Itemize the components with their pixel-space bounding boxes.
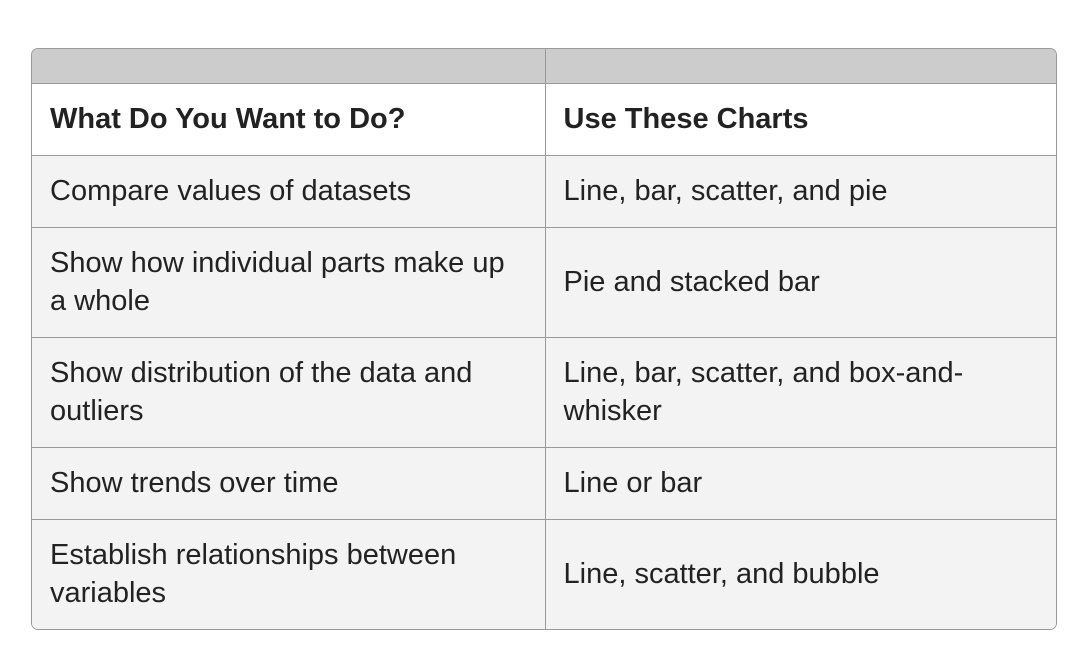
goal-cell: Show how individual parts make up a whol… (32, 227, 546, 338)
chart-selection-table: What Do You Want to Do? Use These Charts… (31, 48, 1057, 630)
table-row: Compare values of datasets Line, bar, sc… (32, 155, 1056, 228)
goal-cell: Show trends over time (32, 447, 546, 520)
top-band-cell (32, 49, 546, 84)
goal-cell: Compare values of datasets (32, 155, 546, 228)
table-row: Show distribution of the data and outlie… (32, 337, 1056, 448)
table: What Do You Want to Do? Use These Charts… (32, 49, 1056, 629)
charts-cell: Line, scatter, and bubble (545, 519, 1056, 629)
table-row: Show how individual parts make up a whol… (32, 227, 1056, 338)
column-header-charts: Use These Charts (545, 83, 1056, 156)
table-row: Show trends over time Line or bar (32, 447, 1056, 520)
charts-cell: Line or bar (545, 447, 1056, 520)
charts-cell: Pie and stacked bar (545, 227, 1056, 338)
column-header-goal: What Do You Want to Do? (32, 83, 546, 156)
goal-cell: Establish relationships between variable… (32, 519, 546, 629)
table-top-band (32, 49, 1056, 84)
table-header-row: What Do You Want to Do? Use These Charts (32, 83, 1056, 156)
goal-cell: Show distribution of the data and outlie… (32, 337, 546, 448)
table-row: Establish relationships between variable… (32, 519, 1056, 629)
top-band-cell (545, 49, 1056, 84)
charts-cell: Line, bar, scatter, and pie (545, 155, 1056, 228)
charts-cell: Line, bar, scatter, and box-and-whisker (545, 337, 1056, 448)
